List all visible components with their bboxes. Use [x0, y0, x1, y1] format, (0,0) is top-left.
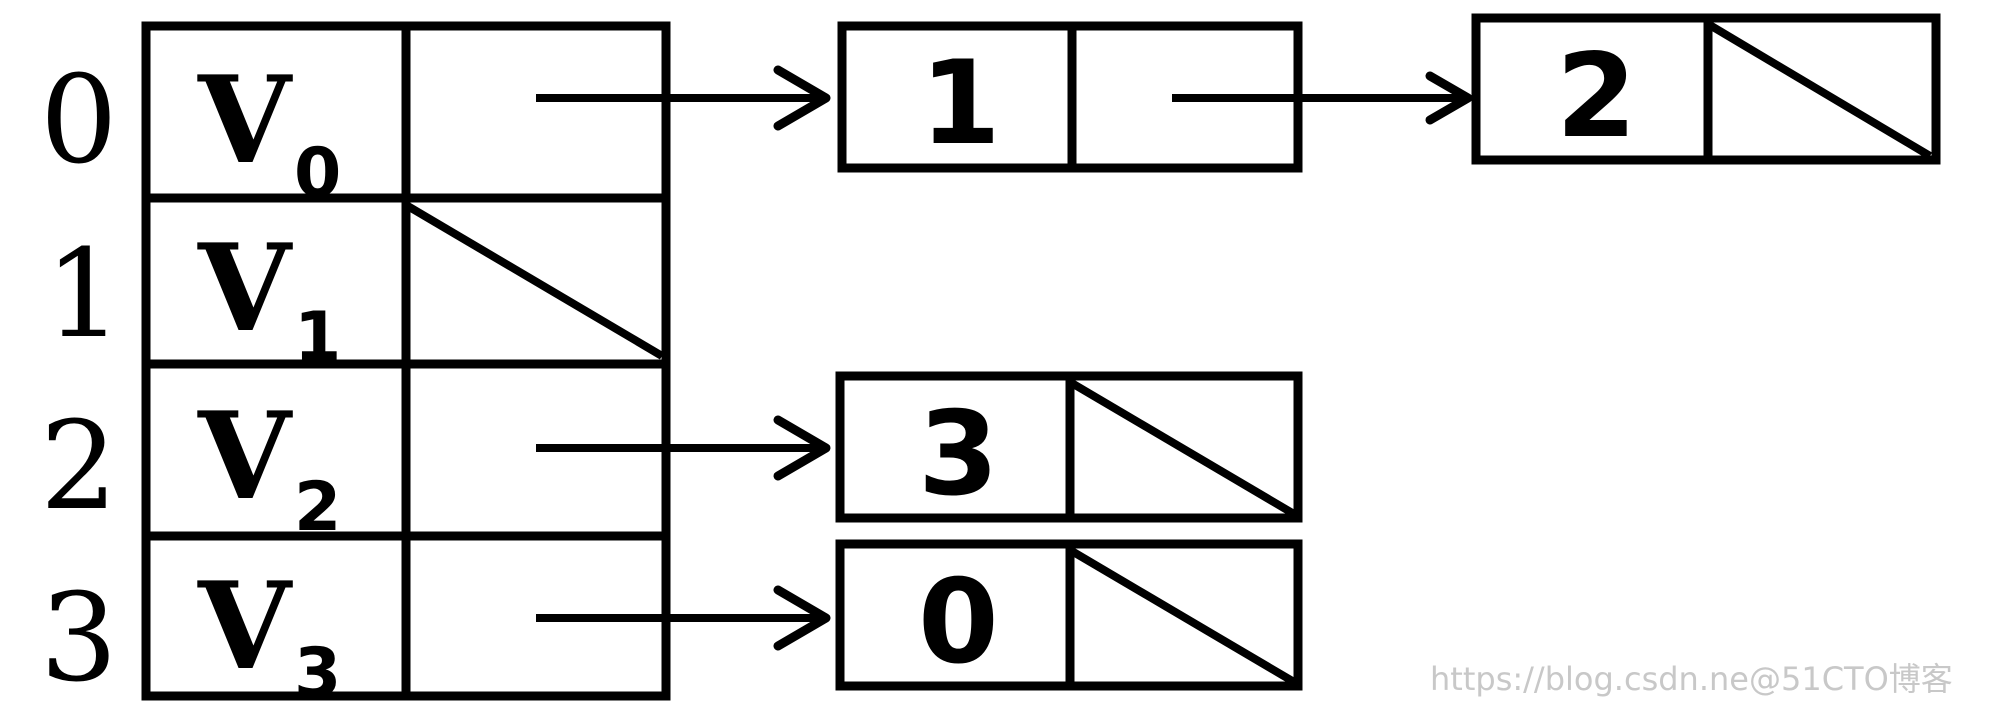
row-index-3: 3	[40, 567, 118, 709]
edge-node-1-label: 1	[920, 36, 1001, 171]
vertex-v2-name: V	[197, 386, 293, 527]
vertex-v2-subscript: 2	[294, 468, 341, 547]
row-index-2: 2	[40, 395, 118, 537]
v1-null-pointer-slash	[403, 201, 665, 360]
edge-node-3: 3	[835, 371, 1303, 523]
edge-node-2-label: 2	[1556, 29, 1637, 164]
arrow-v3-to-node-0	[536, 585, 831, 651]
vertex-v1: V 1	[197, 218, 341, 377]
arrow-v2-to-node-3	[536, 415, 831, 481]
edge-node-0: 0	[835, 539, 1303, 691]
arrow-v0-to-node-1	[536, 65, 831, 131]
edge-node-0-null-slash	[1067, 546, 1297, 686]
arrow-node-1-to-node-2	[1172, 71, 1473, 125]
edge-node-2: 2	[1471, 13, 1941, 165]
vertex-v3: V 3	[197, 556, 341, 713]
vertex-v1-name: V	[197, 218, 293, 359]
vertex-v3-name: V	[197, 556, 293, 697]
edge-node-2-null-slash	[1705, 20, 1933, 160]
row-index-0: 0	[40, 49, 118, 191]
vertex-v2: V 2	[197, 386, 341, 547]
vertex-v0: V 0	[197, 50, 341, 213]
edge-node-3-label: 3	[918, 387, 999, 522]
vertex-v0-subscript: 0	[294, 134, 341, 213]
vertex-v3-subscript: 3	[294, 634, 341, 713]
row-index-1: 1	[45, 223, 123, 365]
vertex-table	[141, 21, 671, 701]
vertex-v0-name: V	[197, 50, 293, 191]
vertex-v1-subscript: 1	[294, 298, 341, 377]
edge-node-0-label: 0	[918, 555, 999, 690]
watermark-text: https://blog.csdn.ne@51CTO博客	[1430, 660, 1953, 698]
edge-node-3-null-slash	[1067, 378, 1297, 518]
